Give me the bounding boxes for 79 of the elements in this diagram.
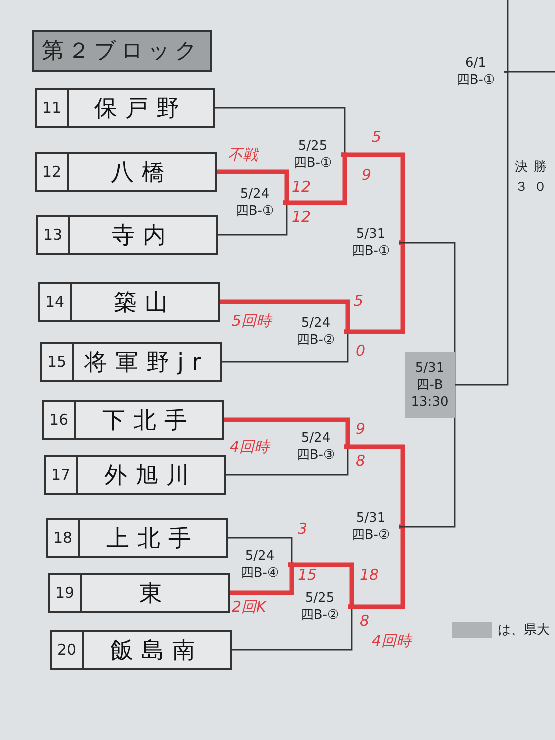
bracket-line (348, 524, 406, 610)
team-name: 保戸野 (94, 94, 188, 124)
match-date: 5/24 (301, 430, 331, 447)
final-note: ３０ (515, 179, 553, 196)
match-date: 5/24 (245, 548, 275, 565)
match-date: 5/24 (240, 186, 270, 203)
seed-number: 20 (52, 632, 84, 668)
team-box (50, 630, 232, 670)
team-name: 下北手 (102, 406, 196, 436)
team-box (46, 518, 228, 558)
match-date: 6/1 (466, 55, 486, 72)
team-name: 将軍野jr (84, 348, 210, 378)
team-name: 飯島南 (110, 636, 204, 666)
team-name: 寺内 (111, 222, 175, 250)
match-box (405, 352, 455, 418)
match-date: 5/31 (415, 360, 445, 376)
seed-number: 19 (50, 575, 82, 611)
match-date: 5/24 (301, 315, 331, 332)
seed-number: 12 (37, 154, 69, 190)
team-box (42, 400, 224, 440)
seed-number: 18 (48, 520, 80, 556)
handwritten-score: 4回時 (372, 632, 412, 651)
bracket-line (504, 71, 555, 73)
team-name: 八橋 (110, 158, 174, 188)
team-name: 築山 (113, 288, 177, 318)
final-note: 決勝 (515, 159, 553, 176)
team-name: 外旭川 (104, 462, 198, 490)
handwritten-score: 12 (292, 208, 312, 226)
bracket-line (228, 537, 293, 566)
match-code: 四B-② (352, 527, 390, 544)
match-date: 5/31 (356, 226, 386, 243)
team-box (44, 455, 226, 495)
team-name: 上北手 (106, 524, 200, 554)
bracket-line (344, 240, 406, 334)
seed-number: 15 (42, 344, 74, 380)
match-code: 四B-① (456, 72, 496, 89)
match-date: 5/25 (298, 138, 328, 155)
block-header: 第２ブロック (32, 30, 212, 72)
match-date: 5/25 (305, 590, 335, 607)
handwritten-score: 5 (354, 292, 364, 310)
match-code: 四B-① (294, 155, 332, 172)
handwritten-score: 9 (362, 166, 372, 184)
handwritten-score: 5回時 (232, 312, 272, 331)
handwritten-score: 5 (372, 128, 382, 146)
handwritten-score: 12 (292, 178, 312, 196)
seed-number: 17 (46, 457, 78, 493)
match-code: 四B-④ (240, 565, 280, 582)
team-box (48, 573, 230, 613)
handwritten-score: 2回K (232, 598, 266, 617)
handwritten-score: 不戦 (228, 146, 258, 165)
handwritten-score: 8 (360, 612, 370, 630)
bracket-line (455, 71, 509, 386)
handwritten-score: 9 (356, 420, 366, 438)
handwritten-score: 8 (356, 452, 366, 470)
match-code: 四B-② (296, 332, 336, 349)
seed-number: 14 (40, 284, 72, 320)
team-box (35, 152, 217, 192)
handwritten-score: 3 (298, 520, 308, 538)
legend-text: は、県大 (498, 622, 550, 639)
team-box (36, 215, 218, 255)
team-name: 東 (138, 580, 172, 608)
match-date: 5/31 (356, 510, 386, 527)
match-code: 四B-① (236, 203, 274, 220)
seed-number: 11 (37, 90, 69, 126)
match-code: 四-B (416, 376, 444, 394)
seed-number: 13 (38, 217, 70, 253)
match-time: 13:30 (411, 394, 449, 410)
team-box (35, 88, 215, 128)
handwritten-score: 18 (360, 566, 380, 584)
handwritten-score: 15 (298, 566, 318, 584)
seed-number: 16 (44, 402, 76, 438)
match-code: 四B-① (352, 243, 390, 260)
bracket-line (215, 107, 346, 156)
handwritten-score: 4回時 (230, 438, 270, 457)
team-box (40, 342, 222, 382)
team-box (38, 282, 220, 322)
match-code: 四B-② (300, 607, 340, 624)
handwritten-score: 0 (356, 342, 366, 360)
match-code: 四B-③ (296, 447, 336, 464)
